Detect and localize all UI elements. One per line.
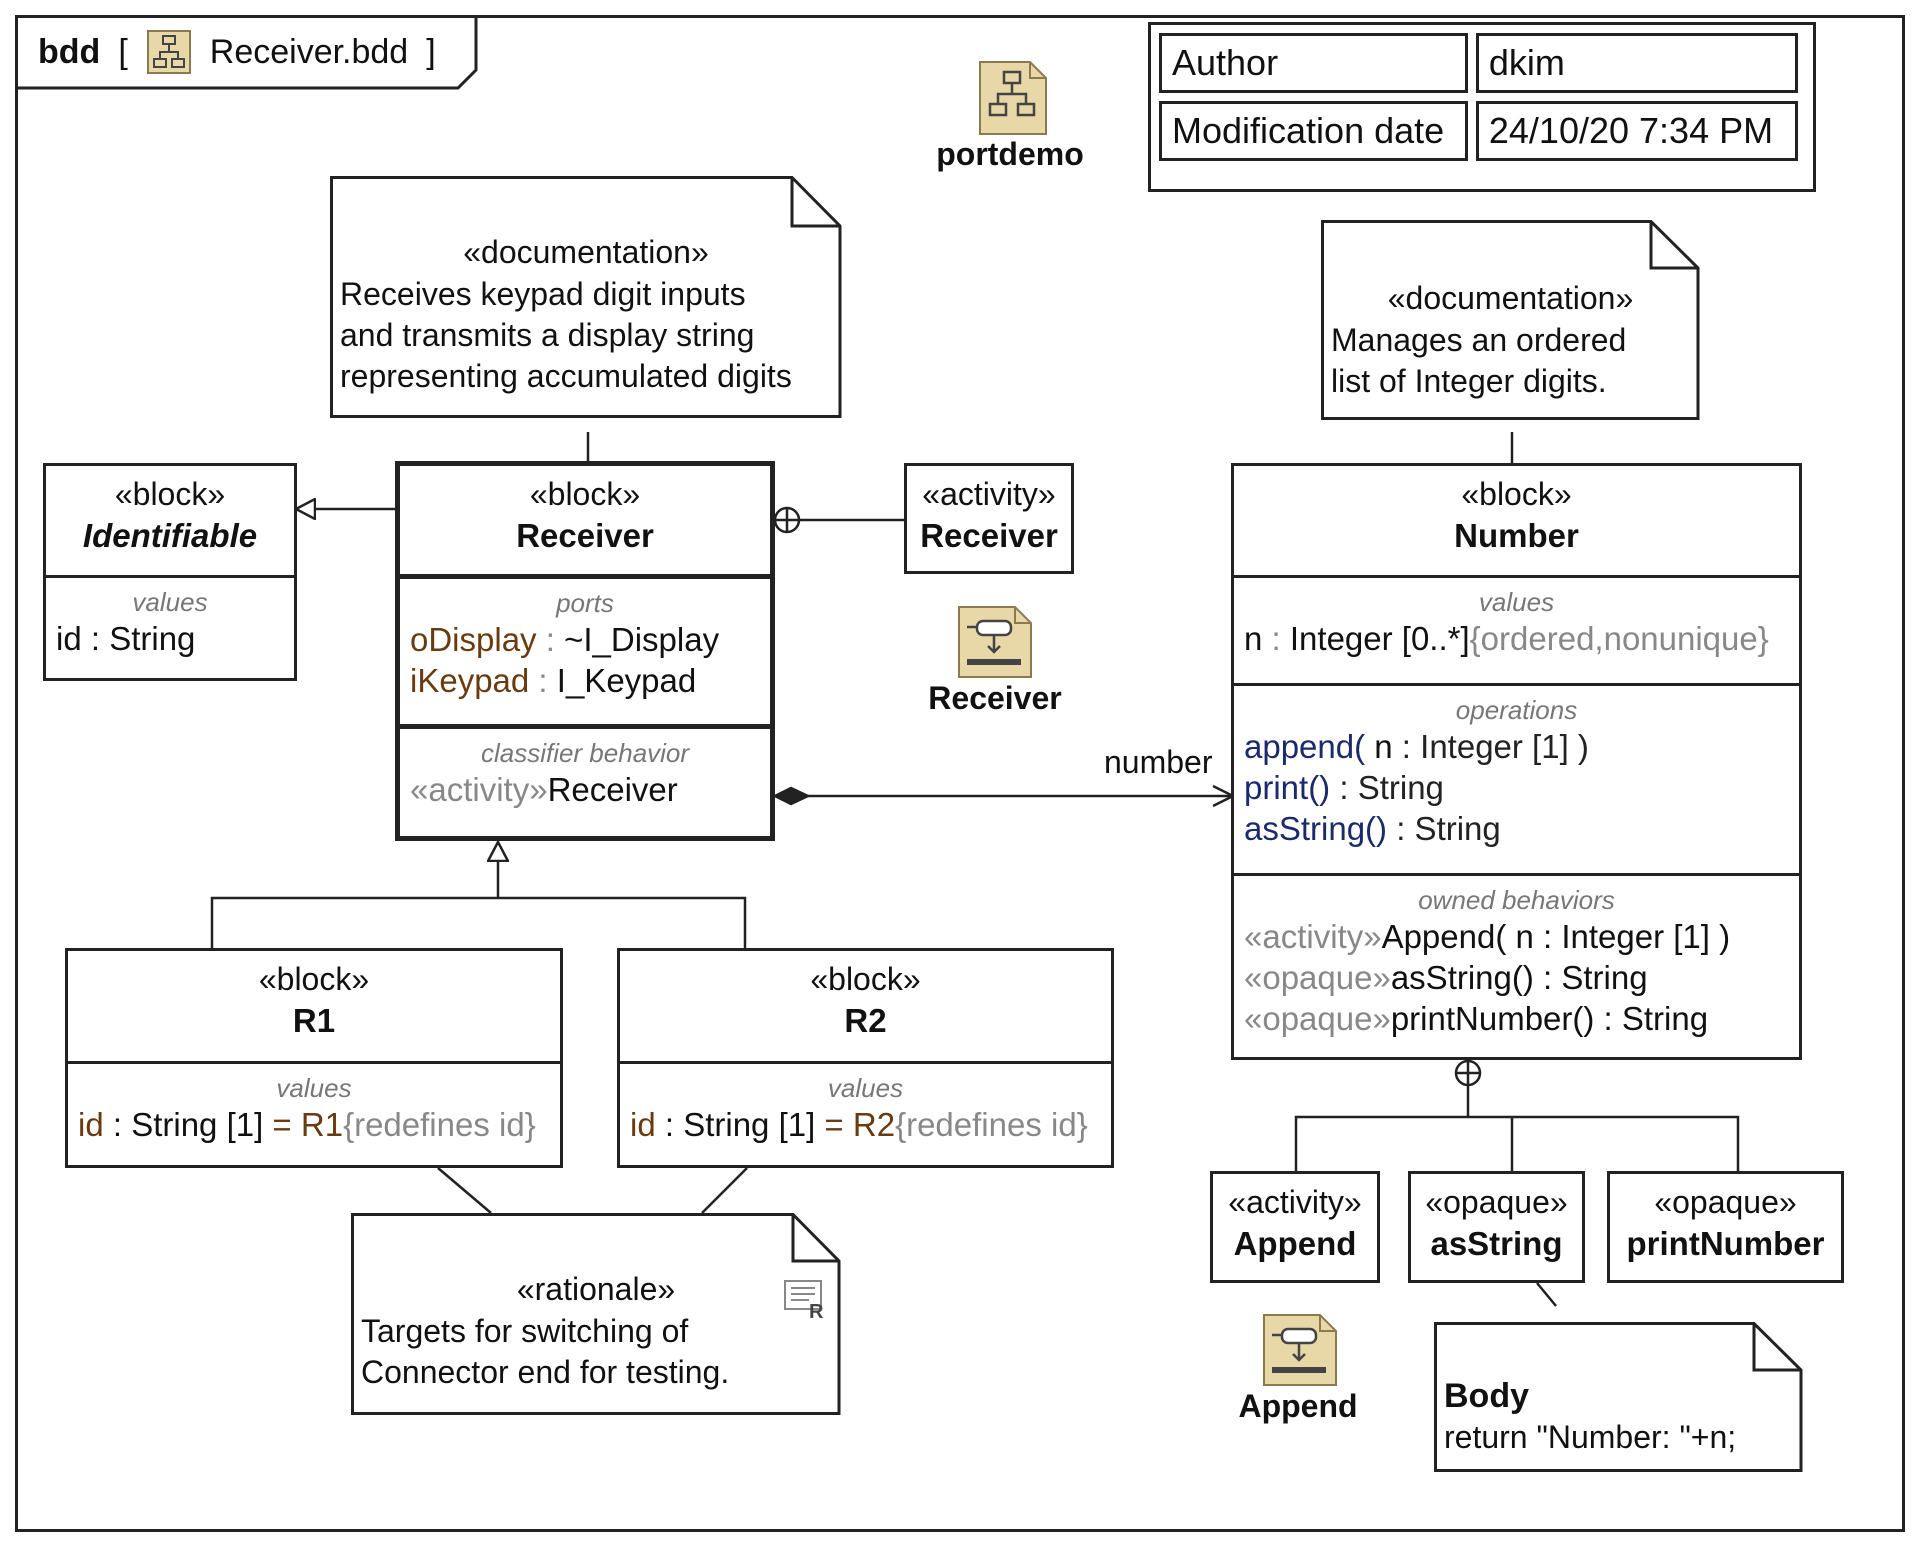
body-title: Body [1444,1377,1529,1415]
owned-behavior-append[interactable]: «activity»Append( n : Integer [1] ) [1244,918,1731,955]
generalization-r1-r2 [210,896,747,948]
body-note[interactable]: Body return "Number: "+n; [1434,1322,1803,1472]
note-line-2: and transmits a display string [340,317,755,353]
activity-diagram-icon[interactable] [957,605,1033,679]
block-name: asString [1430,1225,1563,1262]
note-line-1: Receives keypad digit inputs [340,276,746,312]
portdemo-package-icon[interactable] [978,60,1048,136]
rationale-icon [784,1280,822,1310]
association-role-number: number [1104,744,1213,780]
block-stereotype: «block» [114,476,226,512]
printnumber-opaque-block[interactable]: «opaque» printNumber [1607,1171,1844,1283]
modification-date-value: 24/10/20 7:34 PM [1475,101,1798,161]
operations-compartment-title: operations [1455,695,1578,725]
portdemo-label: portdemo [936,136,1084,172]
block-stereotype: «activity» [1228,1184,1362,1220]
receiver-activity-icon-label: Receiver [928,680,1062,716]
note-shape [351,1213,841,1415]
block-name: Number [1454,517,1579,554]
frame-label: bdd [ Receiver.bdd ] [18,18,472,86]
block-name: Append [1233,1225,1357,1262]
note-shape [1321,220,1700,420]
frame-label-border [18,18,478,90]
receiver-activity-block[interactable]: «activity» Receiver [904,463,1074,574]
values-compartment-title: values [827,1073,904,1103]
block-stereotype: «opaque» [1654,1184,1797,1220]
rationale-anchor-r2 [701,1167,748,1214]
note-shape [1434,1322,1803,1472]
frame-file-name[interactable]: Receiver.bdd [209,32,409,71]
note-line-2: list of Integer digits. [1331,363,1607,399]
body-code: return "Number: "+n; [1444,1419,1737,1455]
block-stereotype: «block» [529,476,641,512]
values-compartment-title: values [1478,587,1555,617]
rationale-anchor-r1 [437,1167,492,1214]
nesting-owned-behaviors [1294,1085,1740,1172]
asstring-opaque-block[interactable]: «opaque» asString [1408,1171,1585,1283]
operation-print[interactable]: print() : String [1244,769,1444,806]
note-stereotype: «documentation» [463,234,709,270]
block-stereotype: «activity» [922,476,1056,512]
frame-kind: bdd [38,32,101,71]
note-line-1: Targets for switching of [361,1313,689,1349]
block-stereotype: «opaque» [1425,1184,1568,1220]
author-label: Author [1159,33,1468,93]
values-compartment-title: values [276,1073,352,1103]
block-name: Receiver [920,517,1058,554]
classifier-behavior-item[interactable]: «activity»Receiver [410,771,678,808]
note-stereotype: «documentation» [1387,280,1634,316]
note-line-3: representing accumulated digits [340,358,792,394]
rationale-icon-letter: R [809,1301,824,1323]
number-block[interactable]: «block» Number values n : Integer [0..*]… [1231,463,1802,1060]
block-name: printNumber [1626,1225,1825,1262]
port-ikeypad[interactable]: iKeypad : I_Keypad [410,662,697,699]
ports-compartment-title: ports [556,588,614,618]
diagram-frame: bdd [ Receiver.bdd ] [15,15,1905,1532]
owned-behavior-printnumber[interactable]: «opaque»printNumber() : String [1244,1000,1709,1037]
frame-close-bracket: ] [426,32,436,71]
operation-append[interactable]: append( n : Integer [1] ) [1244,728,1589,765]
value-property[interactable]: id : String [56,620,196,657]
modification-date-label: Modification date [1159,101,1468,161]
append-activity-diagram-icon[interactable] [1262,1313,1338,1387]
receiver-documentation-note[interactable]: «documentation» Receives keypad digit in… [330,176,842,418]
block-name: R1 [292,1002,336,1039]
metadata-table: Author dkim Modification date 24/10/20 7… [1148,22,1816,192]
operation-asstring[interactable]: asString() : String [1244,810,1501,847]
port-odisplay[interactable]: oDisplay : ~I_Display [410,621,720,658]
identifiable-block[interactable]: «block» Identifiable values id : String [43,463,297,681]
block-stereotype: «block» [1461,476,1572,512]
block-name: Receiver [516,517,654,554]
block-name: R2 [844,1002,887,1039]
value-property-n[interactable]: n : Integer [0..*]{ordered,nonunique} [1244,620,1769,657]
rationale-note[interactable]: R «rationale» Targets for switching of C… [351,1213,841,1415]
note-line-1: Manages an ordered [1331,322,1627,358]
note-shape [330,176,842,418]
values-compartment-title: values [132,587,208,617]
note-stereotype: «rationale» [516,1271,676,1307]
block-name: Identifiable [82,517,258,554]
author-value: dkim [1475,33,1798,93]
note-line-2: Connector end for testing. [361,1354,730,1390]
append-activity-block[interactable]: «activity» Append [1210,1171,1380,1283]
owned-behaviors-title: owned behaviors [1418,885,1615,915]
r1-block[interactable]: «block» R1 values id : String [1] = R1{r… [65,948,563,1168]
body-note-anchor [1536,1282,1557,1307]
r2-block[interactable]: «block» R2 values id : String [1] = R2{r… [617,948,1114,1168]
append-icon-label: Append [1238,1388,1358,1424]
value-property-id[interactable]: id : String [1] = R2{redefines id} [630,1106,1088,1143]
frame-open-bracket: [ [118,32,128,71]
classifier-behavior-title: classifier behavior [480,738,690,768]
owned-behavior-asstring[interactable]: «opaque»asString() : String [1244,959,1648,996]
number-documentation-note[interactable]: «documentation» Manages an ordered list … [1321,220,1700,420]
block-stereotype: «block» [258,961,370,997]
block-stereotype: «block» [810,961,921,997]
receiver-block[interactable]: «block» Receiver ports oDisplay : ~I_Dis… [395,461,775,841]
bdd-diagram-icon [146,30,191,74]
value-property-id[interactable]: id : String [1] = R1{redefines id} [78,1106,536,1143]
